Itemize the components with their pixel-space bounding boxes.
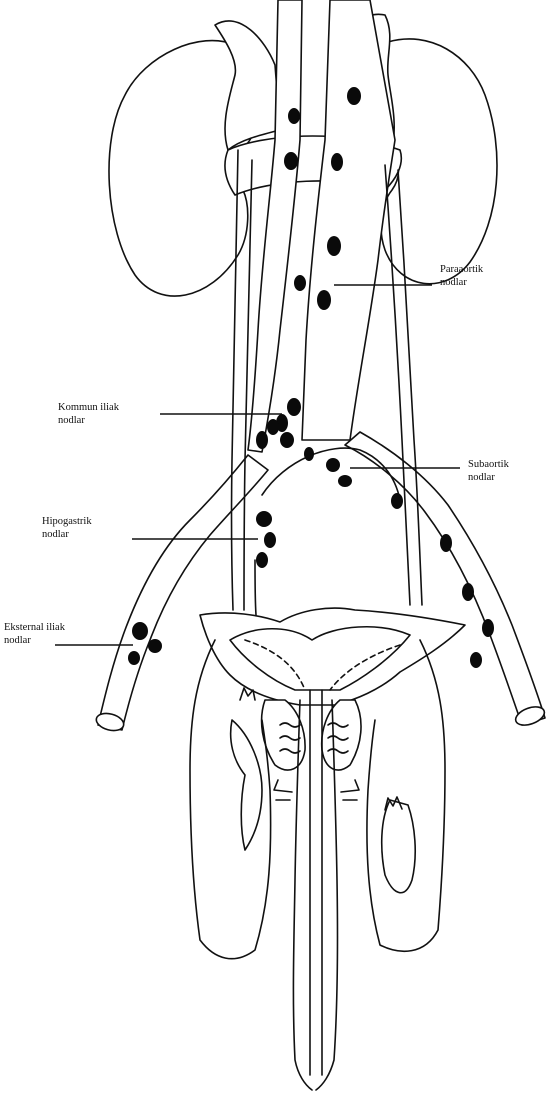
label-hipogastrik-nodlar: Hipogastrik nodlar	[42, 515, 92, 541]
label-eksternal-line2: nodlar	[4, 634, 65, 647]
lymph-node	[338, 475, 352, 487]
lymph-node	[284, 152, 298, 170]
lymph-node	[482, 619, 494, 637]
lymph-node	[256, 511, 272, 527]
lymph-node	[132, 622, 148, 640]
left-hook	[274, 780, 292, 800]
lymph-node	[331, 153, 343, 171]
label-hipogastrik-line2: nodlar	[42, 528, 92, 541]
label-subaortik-line1: Subaortik	[468, 458, 509, 471]
left-epididymis	[240, 688, 255, 700]
label-paraaortik-nodlar: Paraaortik nodlar	[440, 263, 483, 289]
hypogastric-descend-left	[255, 560, 256, 615]
label-subaortik-line2: nodlar	[468, 471, 509, 484]
lymph-node	[347, 87, 361, 105]
lymph-node	[391, 493, 403, 509]
lymph-node	[267, 419, 279, 435]
lymph-node	[288, 108, 300, 124]
label-subaortik-nodlar: Subaortik nodlar	[468, 458, 509, 484]
label-kommun-line1: Kommun iliak	[58, 401, 119, 414]
left-testis	[231, 720, 262, 850]
right-hook	[341, 780, 359, 800]
label-paraaortik-line2: nodlar	[440, 276, 483, 289]
lymph-node	[256, 552, 268, 568]
right-seminal-vesicle	[322, 700, 361, 770]
lymph-node	[462, 583, 474, 601]
abdominal-aorta	[302, 0, 395, 440]
label-kommun-line2: nodlar	[58, 414, 119, 427]
label-hipogastrik-line1: Hipogastrik	[42, 515, 92, 528]
lymph-node	[264, 532, 276, 548]
lymph-node	[470, 652, 482, 668]
lymph-node	[128, 651, 140, 665]
label-eksternal-line1: Eksternal iliak	[4, 621, 65, 634]
label-eksternal-iliak-nodlar: Eksternal iliak nodlar	[4, 621, 65, 647]
lymph-node	[287, 398, 301, 416]
lymph-node	[294, 275, 306, 291]
lymph-node	[440, 534, 452, 552]
lymph-node	[280, 432, 294, 448]
lymph-node	[326, 458, 340, 472]
label-paraaortik-line1: Paraaortik	[440, 263, 483, 276]
lymph-node	[148, 639, 162, 653]
left-external-iliac	[98, 455, 268, 730]
lymph-node	[256, 431, 268, 449]
lymph-node	[317, 290, 331, 310]
lymph-node	[327, 236, 341, 256]
label-kommun-iliak-nodlar: Kommun iliak nodlar	[58, 401, 119, 427]
right-testis	[382, 800, 416, 893]
lymph-node	[304, 447, 314, 461]
